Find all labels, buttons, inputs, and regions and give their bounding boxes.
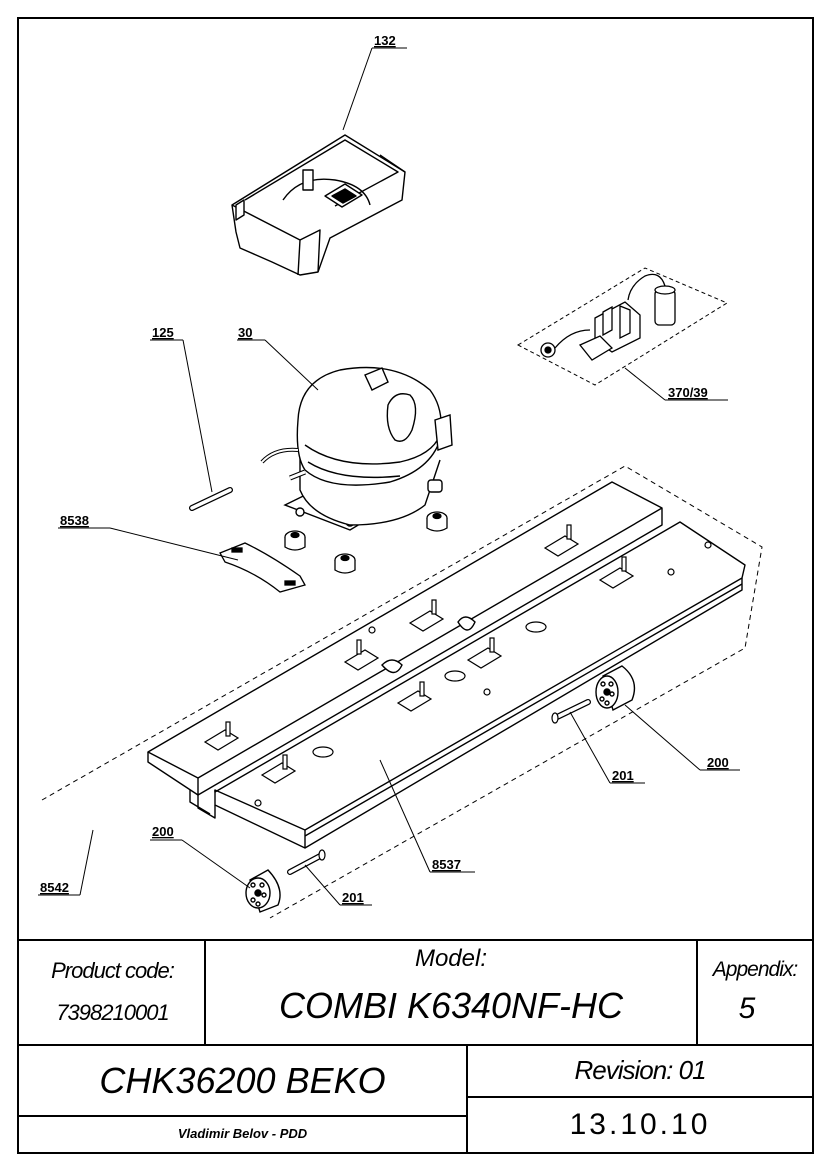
part-axle-201-left xyxy=(287,849,326,875)
assembly-outline-8542 xyxy=(41,465,763,919)
part-relay-kit-370-39 xyxy=(516,267,729,386)
callout-132: 132 xyxy=(374,33,396,48)
callout-8537: 8537 xyxy=(432,857,461,872)
callout-201-left: 201 xyxy=(342,890,364,905)
part-wheel-200-left xyxy=(245,869,281,913)
callout-200-left: 200 xyxy=(152,824,174,839)
part-cover-132 xyxy=(231,134,406,276)
callout-30: 30 xyxy=(238,325,252,340)
callout-200-right: 200 xyxy=(707,755,729,770)
product-code-label: Product code: xyxy=(51,958,175,983)
model-label: Model: xyxy=(414,945,488,972)
callout-8542: 8542 xyxy=(40,880,69,895)
callout-8538: 8538 xyxy=(60,513,89,528)
part-pin-125 xyxy=(189,487,233,511)
revision-date: 13.10.10 xyxy=(569,1108,711,1141)
part-axle-201-right xyxy=(551,699,591,724)
part-compressor-30 xyxy=(260,366,453,531)
drawing-frame xyxy=(17,17,814,1154)
chassis-details xyxy=(203,524,712,807)
callout-370-39: 370/39 xyxy=(668,385,708,400)
appendix-value: 5 xyxy=(738,992,756,1025)
part-wheel-200-right xyxy=(595,665,636,712)
product-code-value: 7398210001 xyxy=(56,1000,169,1025)
part-chassis-rail-rear xyxy=(147,481,663,819)
part-chassis-plate-8537 xyxy=(214,521,746,849)
revision: Revision: 01 xyxy=(574,1055,706,1085)
part-bracket-8538 xyxy=(219,542,306,593)
author: Vladimir Belov - PDD xyxy=(177,1126,308,1141)
appendix-label: Appendix: xyxy=(712,958,798,981)
grommets xyxy=(284,511,448,574)
title-block-grid xyxy=(18,940,813,1153)
chassis-code: CHK36200 BEKO xyxy=(99,1060,386,1101)
model-value: COMBI K6340NF-HC xyxy=(278,985,624,1026)
callout-201-right: 201 xyxy=(612,768,634,783)
callout-125: 125 xyxy=(152,325,174,340)
